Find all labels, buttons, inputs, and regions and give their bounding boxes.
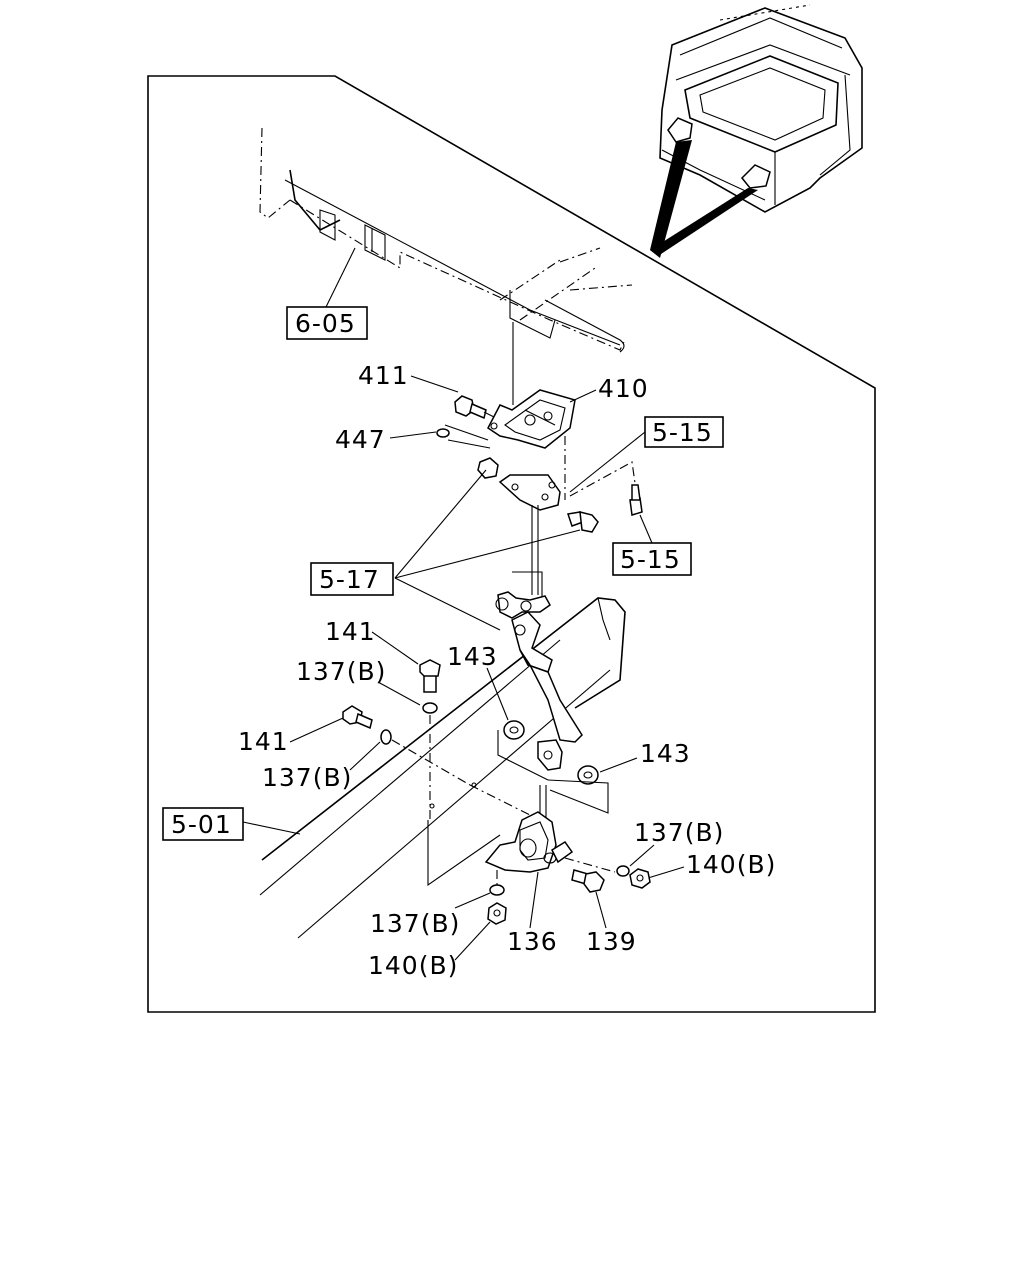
bolt-icon-141-left [342, 705, 373, 730]
label-141-top: 141 [325, 617, 376, 646]
washer-icon [422, 702, 438, 714]
ref-box-5-17[interactable]: 5-17 [310, 562, 394, 596]
label-143-right: 143 [640, 739, 691, 768]
ref-box-6-05[interactable]: 6-05 [286, 306, 368, 340]
label-141-left: 141 [238, 727, 289, 756]
washer-icon-right [616, 865, 630, 877]
label-411: 411 [358, 361, 409, 390]
bushing-icon-left [503, 720, 525, 740]
ref-box-5-15-lower[interactable]: 5-15 [612, 542, 692, 576]
ref-box-5-01[interactable]: 5-01 [162, 807, 244, 841]
label-143-left: 143 [447, 642, 498, 671]
nut-icon [477, 457, 499, 479]
nut-icon-bottom [487, 902, 507, 925]
frame-rail-upper [259, 127, 633, 353]
bolt-icon-lower [567, 511, 599, 533]
label-136: 136 [507, 927, 558, 956]
bracket-plate-icon [498, 474, 561, 511]
ref-label-6-05: 6-05 [295, 309, 356, 338]
washer-icon-b [380, 729, 392, 745]
ref-label-5-17: 5-17 [319, 565, 380, 594]
label-140b-right: 140(B) [686, 850, 776, 879]
bolt-icon-141-top [419, 659, 441, 693]
label-140b-bottom: 140(B) [368, 951, 458, 980]
label-137b-a: 137(B) [296, 657, 386, 686]
label-137b-bottom: 137(B) [370, 909, 460, 938]
washer-icon-bottom [489, 884, 505, 896]
bracket-icon [487, 389, 576, 449]
nut-icon-right [629, 868, 651, 889]
stabilizer-link-icon [495, 591, 583, 771]
label-137b-right: 137(B) [634, 818, 724, 847]
plug-icon [436, 428, 450, 438]
ref-label-5-01: 5-01 [171, 810, 232, 839]
bracket-icon-136 [484, 811, 574, 873]
label-410: 410 [598, 374, 649, 403]
ref-label-5-15-upper: 5-15 [652, 418, 713, 447]
diagram-frame [147, 75, 876, 1013]
truck-cab-icon [650, 4, 863, 258]
label-139: 139 [586, 927, 637, 956]
bushing-icon-right [577, 765, 599, 785]
label-447: 447 [335, 425, 386, 454]
bolt-icon [454, 395, 487, 420]
ref-box-5-15-upper[interactable]: 5-15 [644, 416, 724, 448]
bolt-icon-vertical [629, 484, 643, 516]
bolt-icon-139 [571, 869, 605, 893]
label-137b-b: 137(B) [262, 763, 352, 792]
ref-label-5-15-lower: 5-15 [620, 545, 681, 574]
